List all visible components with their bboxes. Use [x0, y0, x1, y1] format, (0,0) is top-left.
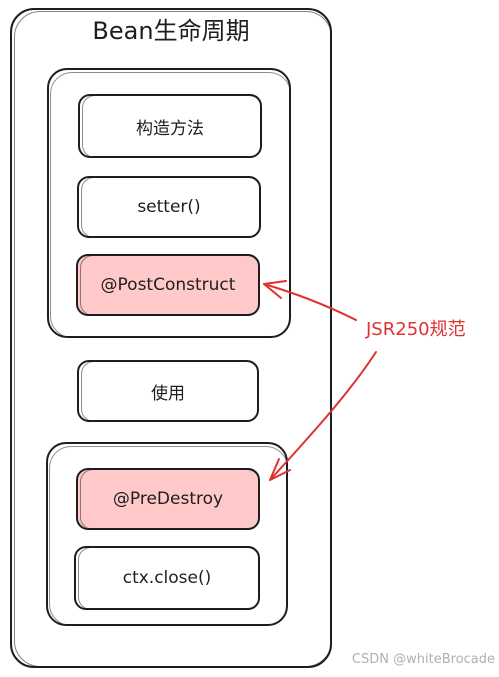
node-post-construct: @PostConstruct — [76, 254, 260, 316]
node-close-label: ctx.close() — [122, 568, 212, 588]
destroy-group — [46, 442, 288, 626]
arrow-to-post-construct — [263, 283, 357, 321]
node-constructor: 构造方法 — [78, 94, 262, 158]
bean-lifecycle-container — [10, 8, 332, 668]
node-setter: setter() — [77, 176, 261, 238]
arrowhead-pre-destroy — [269, 458, 291, 481]
node-use: 使用 — [77, 360, 259, 422]
watermark: CSDN @whiteBrocade — [351, 652, 495, 667]
arrowhead-post-construct — [263, 280, 287, 299]
node-pre-destroy-label: @PreDestroy — [112, 489, 224, 509]
node-setter-label: setter() — [137, 197, 201, 217]
jsr250-annotation: JSR250规范 — [366, 319, 466, 340]
node-close: ctx.close() — [74, 546, 260, 610]
node-use-label: 使用 — [151, 383, 185, 404]
diagram-title: Bean生命周期 — [92, 17, 250, 45]
arrow-to-pre-destroy — [269, 351, 377, 481]
node-constructor-label: 构造方法 — [136, 118, 204, 139]
node-pre-destroy: @PreDestroy — [76, 468, 260, 530]
init-group — [47, 68, 291, 338]
node-post-construct-label: @PostConstruct — [100, 275, 236, 295]
